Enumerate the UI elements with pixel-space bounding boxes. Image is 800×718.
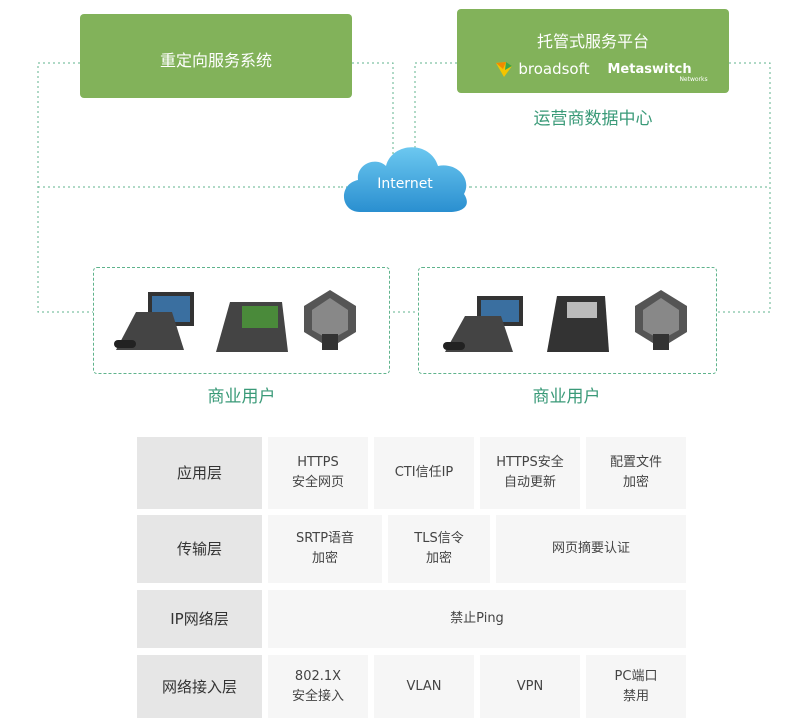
layer-item: 配置文件 加密 (586, 437, 686, 509)
broadsoft-logo: broadsoft (494, 60, 590, 78)
internet-label: Internet (377, 176, 433, 192)
layer-item: HTTPS 安全网页 (268, 437, 368, 509)
layer-item: HTTPS安全 自动更新 (480, 437, 580, 509)
conference-phone-icon (635, 290, 687, 350)
hosted-platform-label: 托管式服务平台 (536, 32, 649, 51)
business-user-group-2 (418, 267, 717, 374)
cloud-icon (343, 147, 467, 212)
layer-application: 应用层 (137, 437, 262, 509)
video-phone-icon (114, 292, 194, 350)
video-phone-icon (443, 296, 523, 352)
layer-item: 802.1X 安全接入 (268, 655, 368, 718)
desk-phone-icon (547, 296, 609, 352)
redirect-service-label: 重定向服务系统 (159, 51, 272, 70)
layer-item: CTI信任IP (374, 437, 474, 509)
datacenter-label: 运营商数据中心 (533, 109, 653, 129)
business-user-label-2: 商业用户 (532, 387, 601, 407)
hosted-platform-box: 托管式服务平台 broadsoft Metaswitch Networks (457, 9, 729, 93)
layer-item: VPN (480, 655, 580, 718)
metaswitch-logo: Metaswitch Networks (607, 61, 708, 83)
layer-ip-network: IP网络层 (137, 590, 262, 648)
desk-phone-icon (216, 302, 288, 352)
redirect-service-box: 重定向服务系统 (80, 14, 352, 98)
layer-item: VLAN (374, 655, 474, 718)
business-user-group-1 (93, 267, 390, 374)
business-user-label-1: 商业用户 (207, 387, 276, 407)
layer-item: TLS信令 加密 (388, 515, 490, 583)
layer-item: SRTP语音 加密 (268, 515, 382, 583)
layer-item: PC端口 禁用 (586, 655, 686, 718)
conference-phone-icon (304, 290, 356, 350)
layer-item: 禁止Ping (268, 590, 686, 648)
layer-item: 网页摘要认证 (496, 515, 686, 583)
layer-network-access: 网络接入层 (137, 655, 262, 718)
internet-cloud: Internet (338, 136, 472, 214)
layer-transport: 传输层 (137, 515, 262, 583)
